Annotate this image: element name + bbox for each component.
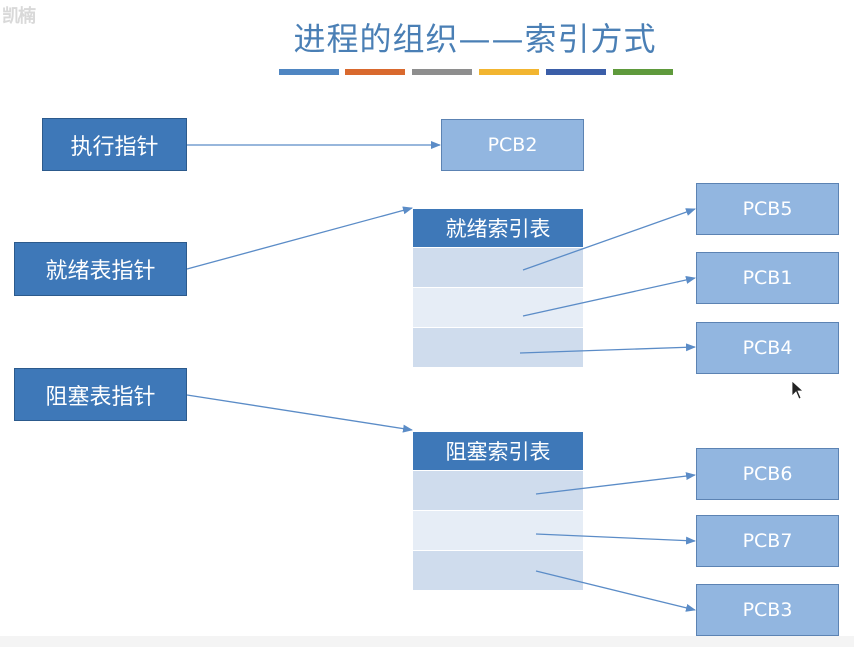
ready-index-row	[413, 247, 583, 287]
ready-index-row	[413, 327, 583, 367]
bottom-strip	[0, 636, 854, 647]
pcb-ready-3: PCB4	[696, 322, 839, 374]
arrow-blocked-row-2	[535, 533, 696, 545]
pcb-ready-1: PCB5	[696, 183, 839, 235]
arrow-ready-row-1	[522, 208, 696, 271]
ready-index-row	[413, 287, 583, 327]
arrow-blocked-row-3	[535, 570, 696, 612]
arrow-ready-row-2	[522, 276, 696, 317]
pcb-blocked-3: PCB3	[696, 584, 839, 636]
blocked-pointer-box: 阻塞表指针	[14, 368, 187, 421]
title-bar-5	[546, 69, 606, 75]
arrow-ready-row-3	[519, 343, 696, 354]
slide-title: 进程的组织——索引方式	[293, 20, 657, 58]
arrow-blocked-row-1	[535, 472, 696, 495]
title-bar-6	[613, 69, 673, 75]
pcb-blocked-2: PCB7	[696, 515, 839, 567]
running-pointer-box: 执行指针	[42, 118, 187, 171]
pcb-running: PCB2	[441, 119, 584, 171]
arrow-ready-pointer-to-index	[186, 206, 413, 270]
ready-index-header: 就绪索引表	[413, 209, 583, 247]
title-bar-2	[345, 69, 405, 75]
arrow-blocked-pointer-to-index	[186, 394, 413, 433]
title-bar-4	[479, 69, 539, 75]
pcb-ready-2: PCB1	[696, 252, 839, 304]
mouse-cursor-icon	[791, 380, 805, 400]
title-bar-1	[279, 69, 339, 75]
watermark-logo: 凯楠	[2, 6, 36, 27]
blocked-index-row	[413, 510, 583, 550]
blocked-index-row	[413, 550, 583, 590]
ready-pointer-box: 就绪表指针	[14, 242, 187, 296]
blocked-index-row	[413, 470, 583, 510]
blocked-index-header: 阻塞索引表	[413, 432, 583, 470]
title-bar-3	[412, 69, 472, 75]
pcb-blocked-1: PCB6	[696, 448, 839, 500]
